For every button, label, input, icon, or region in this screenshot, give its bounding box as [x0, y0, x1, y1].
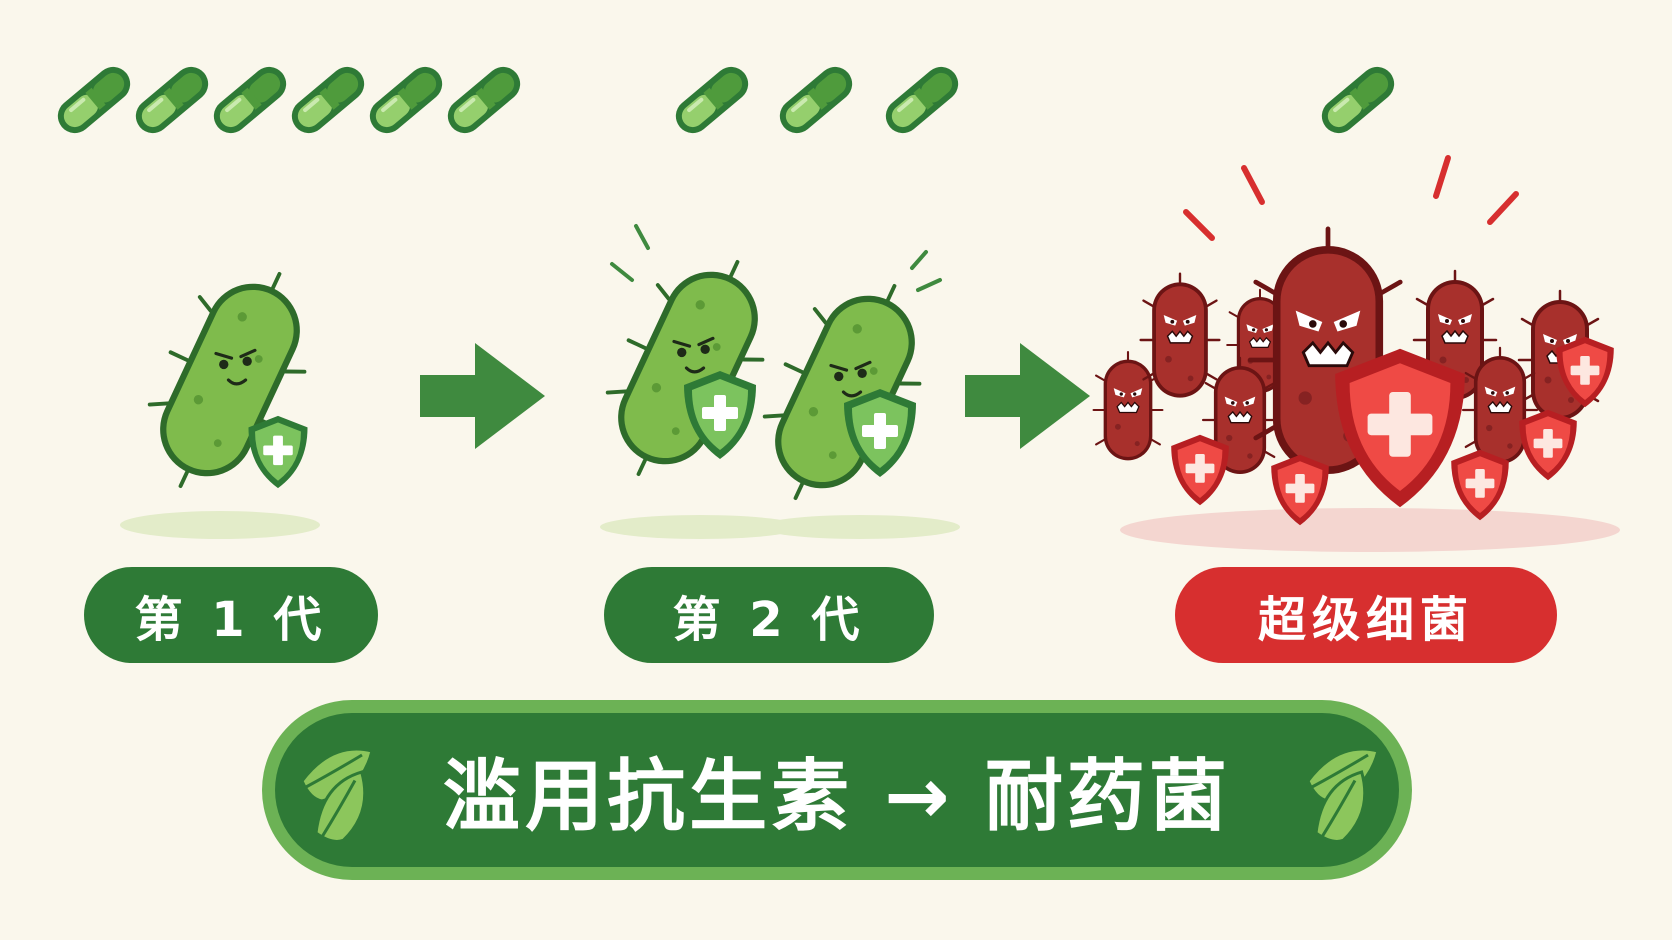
shield-cross-icon: [248, 415, 308, 489]
pill-capsule-icon: [284, 59, 372, 141]
arrow-right-icon: [965, 343, 1090, 449]
stage1-bacteria: [119, 244, 341, 539]
leaf-icon: [298, 747, 386, 845]
pill-capsule-icon: [440, 59, 528, 141]
summary-banner-inner: [275, 713, 1399, 867]
bacteria-icon: [577, 232, 799, 504]
pill-capsule-icon: [128, 59, 216, 141]
stage2-bacteria: [577, 224, 960, 539]
pill-capsule-icon: [362, 59, 450, 141]
stage1-pills: [50, 59, 528, 141]
arrow-right-icon: [420, 343, 545, 449]
pill-capsule-icon: [668, 59, 756, 141]
bacteria-icon: [1092, 350, 1164, 462]
stage3-pills: [1314, 59, 1402, 141]
shield-cross-icon: [1519, 409, 1577, 481]
bacteria-icon: [119, 244, 341, 516]
pill-capsule-icon: [878, 59, 966, 141]
pill-capsule-icon: [772, 59, 860, 141]
stage2-label: 第 2 代: [604, 567, 934, 663]
pill-capsule-icon: [206, 59, 294, 141]
summary-text: 滥用抗生素 → 耐药菌: [443, 752, 1231, 842]
stage3-label: 超级细菌: [1175, 567, 1557, 663]
leaf-icon: [1298, 747, 1388, 845]
pill-capsule-icon: [1314, 59, 1402, 141]
shield-cross-icon: [1335, 348, 1465, 508]
stage2-pills: [668, 59, 966, 141]
stage1-label: 第 1 代: [84, 567, 378, 663]
bacteria-icon: [734, 256, 956, 528]
stage3-superbugs: [1092, 155, 1620, 552]
shield-cross-icon: [1171, 434, 1229, 506]
summary-banner: 滥用抗生素 → 耐药菌: [262, 700, 1412, 880]
pill-capsule-icon: [50, 59, 138, 141]
